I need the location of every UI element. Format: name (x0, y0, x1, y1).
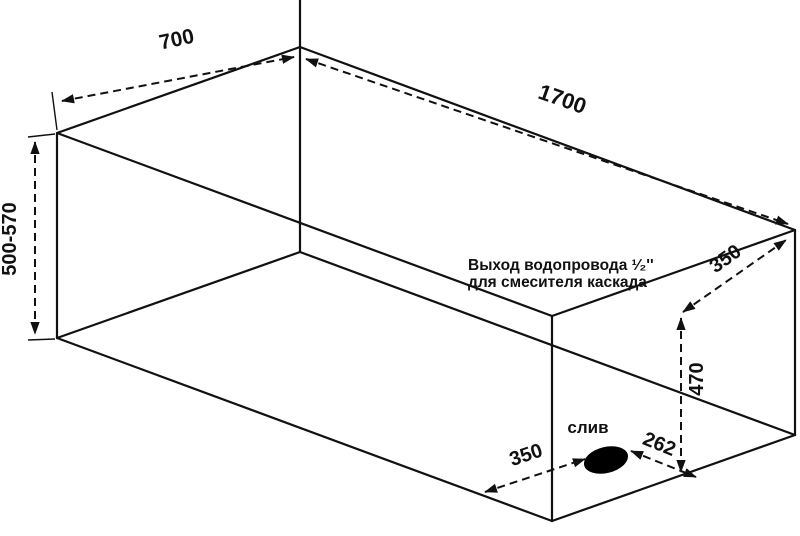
bottom-edge-front-right (550, 433, 797, 523)
length-dimension-label: 1700 (535, 79, 589, 119)
extension-lines (27, 91, 58, 341)
top-edge-front-left (55, 131, 554, 318)
width-dimension-label: 700 (157, 25, 196, 55)
drain-label: слив (567, 418, 608, 437)
top-edge-left (55, 45, 302, 135)
dimension-height: 500-570 (0, 141, 40, 335)
outlet-annotation-line2: для смесителя каскада (468, 274, 647, 291)
outlet-height-dimension-label: 470 (686, 362, 708, 395)
drain-front-dimension-line (630, 450, 697, 478)
drain-side-dimension-line (484, 458, 586, 493)
outlet-annotation: Выход водопровода ¹⁄₂'' для смесителя ка… (468, 257, 654, 291)
extension-line-top-left (51, 91, 58, 131)
bottom-edge-left (55, 250, 302, 340)
outlet-annotation-line1: Выход водопровода ¹⁄₂'' (468, 257, 654, 274)
dimension-drain-front: 262 (630, 428, 697, 478)
length-dimension-line (305, 58, 789, 225)
dimension-outlet-height: 470 (676, 317, 708, 473)
drain-hole (583, 446, 629, 474)
drain-side-dimension-label: 350 (507, 440, 546, 471)
tub-wireframe (55, 0, 797, 523)
extension-line-height-top (27, 133, 56, 138)
drain-group: слив (567, 418, 629, 474)
extension-line-height-bottom (27, 338, 56, 341)
top-edge-right (298, 45, 797, 232)
dimension-drain-side: 350 (484, 440, 586, 493)
outlet-offset-dimension-line (682, 239, 787, 313)
width-dimension-line (61, 54, 295, 104)
bottom-edge-right (298, 250, 797, 437)
bottom-edge-front-left (55, 336, 554, 523)
height-dimension-label: 500-570 (0, 202, 21, 275)
dimension-outlet-offset: 350 (682, 239, 787, 313)
dimension-length: 1700 (305, 58, 789, 225)
